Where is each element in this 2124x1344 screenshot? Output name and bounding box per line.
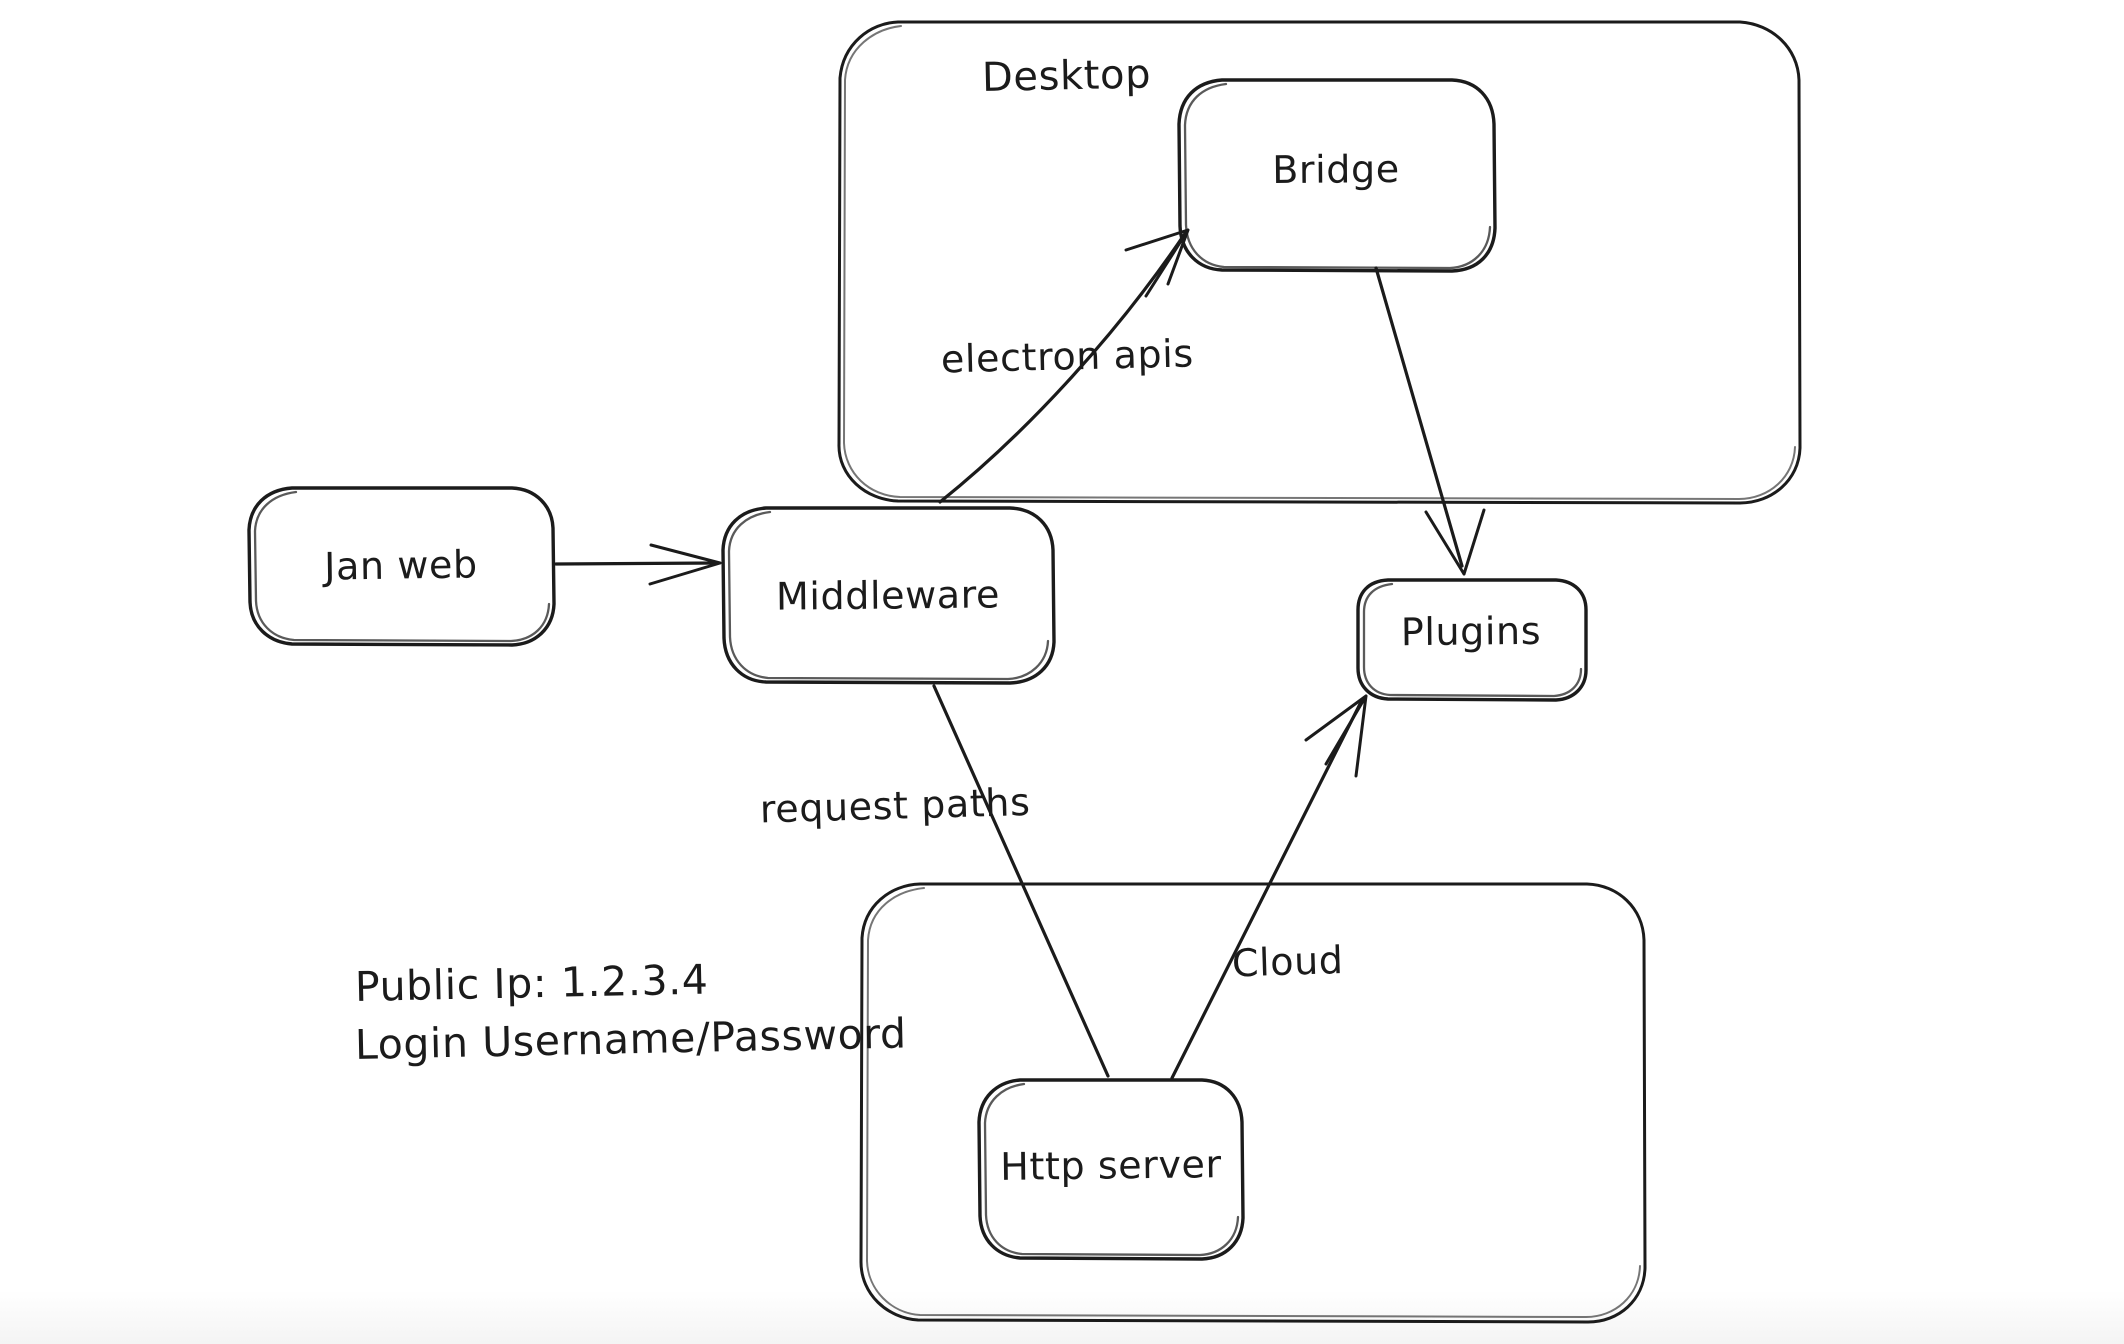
edge-middleware-to-http-line: [932, 684, 1110, 1078]
node-plugins-outline: [1356, 578, 1588, 702]
node-http-server-label: Http server: [1000, 1142, 1222, 1189]
node-jan-web-label: Jan web: [322, 542, 478, 588]
node-jan-web-outline: [247, 486, 556, 647]
node-http-server-outline-ghost: [983, 1082, 1240, 1257]
node-middleware-outline: [721, 506, 1056, 685]
group-cloud-outline-ghost: [866, 887, 1641, 1318]
credentials-note-line-2: Login Username/Password: [354, 1009, 907, 1069]
edge-bridge-to-plugins[interactable]: [1374, 266, 1486, 576]
node-plugins-outline-ghost: [1362, 582, 1583, 698]
node-http-server-outline: [977, 1078, 1245, 1261]
node-middleware-label: Middleware: [776, 572, 1001, 618]
edge-http-to-plugins[interactable]: [1170, 694, 1368, 1080]
node-plugins[interactable]: Plugins: [1356, 578, 1588, 702]
group-desktop-label: Desktop: [981, 51, 1151, 101]
edge-janweb-to-middleware-arrowhead: [648, 543, 722, 586]
group-desktop[interactable]: Desktop: [837, 20, 1802, 505]
edge-label-cloud: Cloud: [1231, 938, 1344, 985]
edge-label-request-paths: request paths: [759, 780, 1031, 832]
edge-http-to-plugins-line: [1170, 698, 1364, 1080]
node-bridge[interactable]: Bridge: [1177, 78, 1497, 273]
group-desktop-outline-ghost: [843, 25, 1796, 500]
credentials-note-line-1: Public Ip: 1.2.3.4: [354, 956, 709, 1011]
node-plugins-label: Plugins: [1401, 609, 1542, 654]
credentials-note: Public Ip: 1.2.3.4 Login Username/Passwo…: [354, 956, 907, 1069]
edge-janweb-to-middleware[interactable]: [554, 543, 722, 586]
node-bridge-outline-ghost: [1183, 82, 1492, 270]
group-desktop-outline: [837, 20, 1802, 505]
group-cloud-outline: [859, 882, 1647, 1324]
node-middleware[interactable]: Middleware: [721, 506, 1056, 685]
group-cloud[interactable]: [859, 882, 1647, 1324]
node-bridge-label: Bridge: [1272, 147, 1400, 192]
edge-http-to-plugins-arrowhead: [1304, 694, 1368, 778]
edge-middleware-to-bridge-line: [938, 230, 1188, 504]
edge-janweb-to-middleware-line: [554, 561, 720, 566]
node-middleware-outline-ghost: [727, 510, 1050, 681]
edge-bridge-to-plugins-arrowhead: [1424, 508, 1486, 576]
edge-middleware-to-http[interactable]: [932, 684, 1110, 1078]
node-http-server[interactable]: Http server: [977, 1078, 1245, 1261]
edge-label-electron-apis: electron apis: [940, 331, 1194, 381]
node-bridge-outline: [1177, 78, 1497, 273]
node-jan-web-outline-ghost: [253, 490, 551, 643]
node-jan-web[interactable]: Jan web: [247, 486, 556, 647]
edge-bridge-to-plugins-line: [1374, 266, 1464, 568]
